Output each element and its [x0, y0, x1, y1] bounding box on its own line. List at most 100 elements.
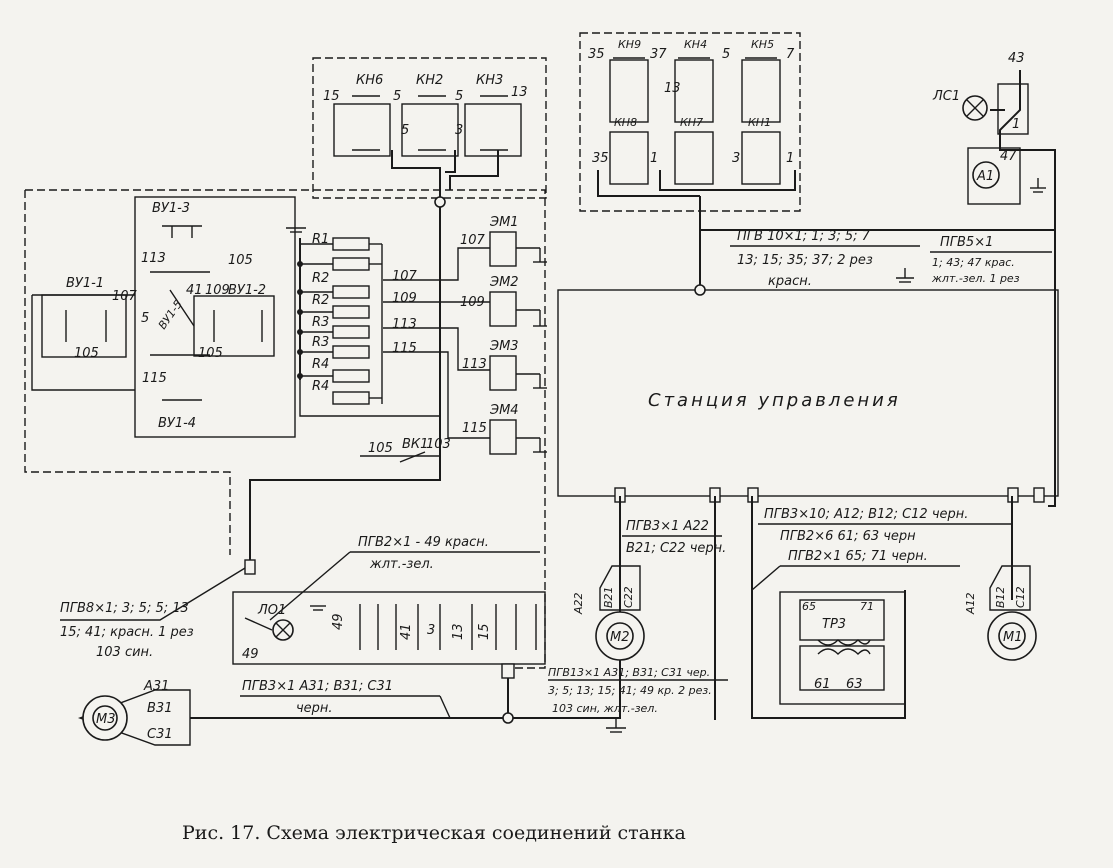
- cable-pgv2-1-label: ПГВ2×1 65; 71 черн.: [788, 549, 928, 564]
- terminal-block: ЛО1 49 49 3 41 13 15: [232, 591, 546, 665]
- kn2-label: КН2: [416, 73, 443, 88]
- terminal-109: 109: [392, 291, 417, 306]
- cable-annotations-top: ПГВ 10×1; 1; 3; 5; 7 13; 15; 35; 37; 2 р…: [730, 229, 1052, 289]
- kn4-label: КН4: [684, 38, 707, 51]
- kn3-label: КН3: [476, 73, 503, 88]
- terminal-5: 5: [455, 89, 463, 104]
- ground-icon: [1030, 178, 1046, 193]
- ground-icon: [606, 718, 626, 733]
- em2-label: ЭМ2: [489, 275, 519, 290]
- kn1-label: КН1: [748, 116, 771, 129]
- terminal-35: 35: [592, 151, 609, 166]
- cable-pgv10-color: красн.: [768, 274, 812, 289]
- kn6-label: КН6: [356, 73, 383, 88]
- terminal-3: 3: [427, 623, 435, 638]
- cable-pgv10-label: ПГВ 10×1; 1; 3; 5; 7: [737, 229, 871, 244]
- ls1-label: ЛС1: [932, 89, 960, 104]
- panel-wiring: [249, 207, 490, 560]
- terminal-113: 113: [462, 357, 487, 372]
- terminal-71: 71: [860, 600, 874, 613]
- terminal-37: 37: [650, 47, 667, 62]
- clutches: ЭМ1 ЭМ2 ЭМ3 ЭМ4 107 109 113 115: [460, 215, 547, 455]
- terminal-105: 105: [228, 253, 253, 268]
- ground-icon: [896, 268, 914, 283]
- motor-m2-phase-a: А22: [572, 592, 585, 615]
- terminal-1: 1: [650, 151, 658, 166]
- terminal-49: 49: [331, 613, 346, 630]
- terminal-107: 107: [460, 233, 486, 248]
- ammeter-label: А1: [976, 169, 994, 184]
- motor-m3-label: М3: [96, 712, 116, 727]
- r4-label: R4: [312, 379, 329, 394]
- cable-pgv3-m3-color: черн.: [296, 701, 333, 716]
- cable-annotations-right: ПГВ3×10; А12; В12; С12 черн. ПГВ2×6 61; …: [751, 496, 1013, 600]
- cable-pgv3-m2-label: ПГВ3×1 А22: [626, 519, 709, 534]
- terminal-3: 3: [732, 151, 740, 166]
- kn9-label: КН9: [618, 38, 641, 51]
- r2-label: R2: [312, 293, 329, 308]
- cable-pgv8-wires: 15; 41; красн. 1 рез: [60, 625, 194, 640]
- terminal-109: 109: [460, 295, 485, 310]
- ground-icon: [286, 227, 306, 233]
- figure-caption: Рис. 17. Схема электрическая соединений …: [182, 822, 686, 844]
- pushbutton-group-right: КН9 КН4 КН5 КН8 КН7 КН1 35 37 5 7 13 35 …: [579, 32, 801, 290]
- terminal-5: 5: [401, 123, 409, 138]
- terminal-63: 63: [846, 677, 863, 692]
- terminal-115: 115: [462, 421, 487, 436]
- terminal-115: 115: [392, 341, 417, 356]
- cable-annotations-left: ПГВ8×1; 3; 5; 5; 13 15; 41; красн. 1 рез…: [60, 535, 540, 660]
- cable-pgv5-color: жлт.-зел. 1 рез: [931, 272, 1020, 285]
- em3-label: ЭМ3: [489, 339, 519, 354]
- terminal-105: 105: [198, 346, 223, 361]
- terminal-5: 5: [722, 47, 730, 62]
- terminal-113: 113: [141, 251, 166, 266]
- station-terminal-icon: [614, 487, 1045, 503]
- transformer-tr3: ТР3 65 71 61 63: [751, 496, 906, 719]
- terminal-61: 61: [814, 677, 831, 692]
- junction-bottom: ПГВ13×1 А31; В31; С31 чер. 3; 5; 13; 15;…: [501, 496, 728, 733]
- cable-pgv2-49-color: жлт.-зел.: [369, 557, 434, 572]
- lamp-and-ammeter: 43 ЛС1 1 А1 47: [932, 51, 1056, 290]
- ground-icon: [310, 605, 326, 611]
- motor-m2-phase-b: В21: [602, 586, 615, 608]
- terminal-43: 43: [1008, 51, 1025, 66]
- motor-m3-phase-b: В31: [147, 701, 172, 716]
- kn8-label: КН8: [614, 116, 637, 129]
- r4-label: R4: [312, 357, 329, 372]
- vk1-label: ВК1: [402, 437, 428, 452]
- motor-m1-phase-b: В12: [994, 586, 1007, 608]
- terminal-3: 3: [455, 123, 463, 138]
- vu15-label: ВУ1-5: [156, 298, 185, 332]
- vu13-label: ВУ1-3: [152, 201, 190, 216]
- cable-pgv10-wires: 13; 15; 35; 37; 2 рез: [737, 253, 873, 268]
- motor-m3: М3 А31 В31 С31 ПГВ3×1 А31; В31; С31 черн…: [77, 679, 508, 746]
- cable-pgv13-label: ПГВ13×1 А31; В31; С31 чер.: [548, 666, 710, 679]
- motor-m1-phase-a: А12: [964, 592, 977, 615]
- cable-pgv8-color: 103 син.: [96, 645, 153, 660]
- cable-pgv13-color: 103 син, жлт.-зел.: [552, 702, 658, 715]
- em1-label: ЭМ1: [489, 215, 519, 230]
- terminal-49: 49: [242, 647, 259, 662]
- cable-pgv2-49-label: ПГВ2×1 - 49 красн.: [358, 535, 489, 550]
- cable-pgv8-label: ПГВ8×1; 3; 5; 5; 13: [60, 601, 189, 616]
- terminal-5: 5: [141, 311, 149, 326]
- motor-m1-phase-c: С12: [1014, 586, 1027, 608]
- cable-pgv3-label: ПГВ3×10; А12; В12; С12 черн.: [764, 507, 968, 522]
- cable-pgv3-m3-label: ПГВ3×1 А31; В31; С31: [242, 679, 393, 694]
- r1-label: R1: [312, 232, 329, 247]
- r3-label: R3: [312, 335, 329, 350]
- terminal-5: 5: [393, 89, 401, 104]
- cable-pgv13-wires: 3; 5; 13; 15; 41; 49 кр. 2 рез.: [548, 684, 712, 697]
- terminal-113: 113: [392, 317, 417, 332]
- terminal-13: 13: [451, 623, 466, 640]
- motor-m1-label: М1: [1003, 630, 1023, 645]
- vu12-label: ВУ1-2: [228, 283, 266, 298]
- r2-label: R2: [312, 271, 329, 286]
- cable-pgv2-6-label: ПГВ2×6 61; 63 черн: [780, 529, 916, 544]
- cable-pgv5-label: ПГВ5×1: [940, 235, 993, 250]
- motor-m3-phase-a: А31: [143, 679, 169, 694]
- terminal-107: 107: [392, 269, 418, 284]
- terminal-105: 105: [368, 441, 393, 456]
- terminal-107: 107: [112, 289, 138, 304]
